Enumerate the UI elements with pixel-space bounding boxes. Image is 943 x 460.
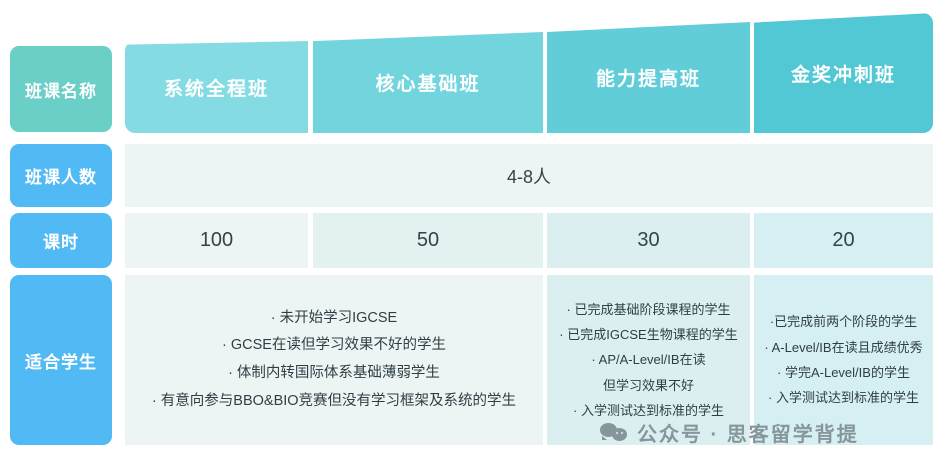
- cell-hours-column-2: 50: [313, 213, 543, 268]
- hours-value-4: 20: [832, 229, 855, 251]
- list-item: · A-Level/IB在读且成绩优秀: [764, 339, 923, 355]
- class-size-value: 4-8人: [506, 166, 551, 187]
- list-item: · 有意向参与BBO&BIO竞赛但没有学习框架及系统的学生: [151, 392, 517, 409]
- list-item: · 入学测试达到标准的学生: [573, 403, 724, 419]
- cell-class-size-merged: 4-8人: [125, 144, 933, 207]
- row-label-target-students: 适合学生: [10, 275, 112, 445]
- header-column-4: 金奖冲刺班: [754, 13, 933, 133]
- header-row-label: 班课名称: [10, 46, 112, 132]
- cell-target-students-column-3: · 已完成基础阶段课程的学生 · 已完成IGCSE生物课程的学生 · AP/A-…: [547, 275, 750, 445]
- list-item: · AP/A-Level/IB在读: [591, 352, 706, 368]
- list-item: · GCSE在读但学习效果不好的学生: [222, 337, 446, 354]
- target-students-list-3: · 已完成基础阶段课程的学生 · 已完成IGCSE生物课程的学生 · AP/A-…: [547, 297, 750, 424]
- cell-target-students-merged-1-2: · 未开始学习IGCSE · GCSE在读但学习效果不好的学生 · 体制内转国际…: [125, 275, 543, 445]
- hours-value-2: 50: [416, 229, 440, 251]
- row-label-class-size: 班课人数: [10, 144, 112, 207]
- list-item: · 体制内转国际体系基础薄弱学生: [228, 365, 440, 381]
- hours-value-1: 100: [199, 229, 234, 251]
- hours-value-3: 30: [637, 229, 660, 251]
- target-students-list-merged: · 未开始学习IGCSE · GCSE在读但学习效果不好的学生 · 体制内转国际…: [125, 305, 543, 415]
- header-column-3: 能力提高班: [547, 22, 750, 133]
- list-item: · 已完成IGCSE生物课程的学生: [559, 326, 738, 342]
- list-item: · 已完成基础阶段课程的学生: [566, 301, 731, 317]
- cell-hours-column-3: 30: [547, 213, 750, 268]
- cell-hours-column-4: 20: [754, 213, 933, 268]
- list-item: · 入学测试达到标准的学生: [768, 390, 919, 406]
- header-column-2: 核心基础班: [313, 32, 543, 133]
- cell-target-students-column-4: ·已完成前两个阶段的学生 · A-Level/IB在读且成绩优秀 · 学完A-L…: [754, 275, 933, 445]
- list-item: · 未开始学习IGCSE: [270, 309, 398, 326]
- target-students-list-4: ·已完成前两个阶段的学生 · A-Level/IB在读且成绩优秀 · 学完A-L…: [754, 309, 933, 410]
- cell-hours-column-1: 100: [125, 213, 308, 268]
- list-item: · 学完A-Level/IB的学生: [777, 365, 910, 380]
- list-item-continued: 但学习效果不好: [602, 377, 694, 393]
- header-column-1: 系统全程班: [125, 41, 308, 133]
- row-label-hours: 课时: [10, 213, 112, 268]
- list-item: ·已完成前两个阶段的学生: [769, 314, 918, 330]
